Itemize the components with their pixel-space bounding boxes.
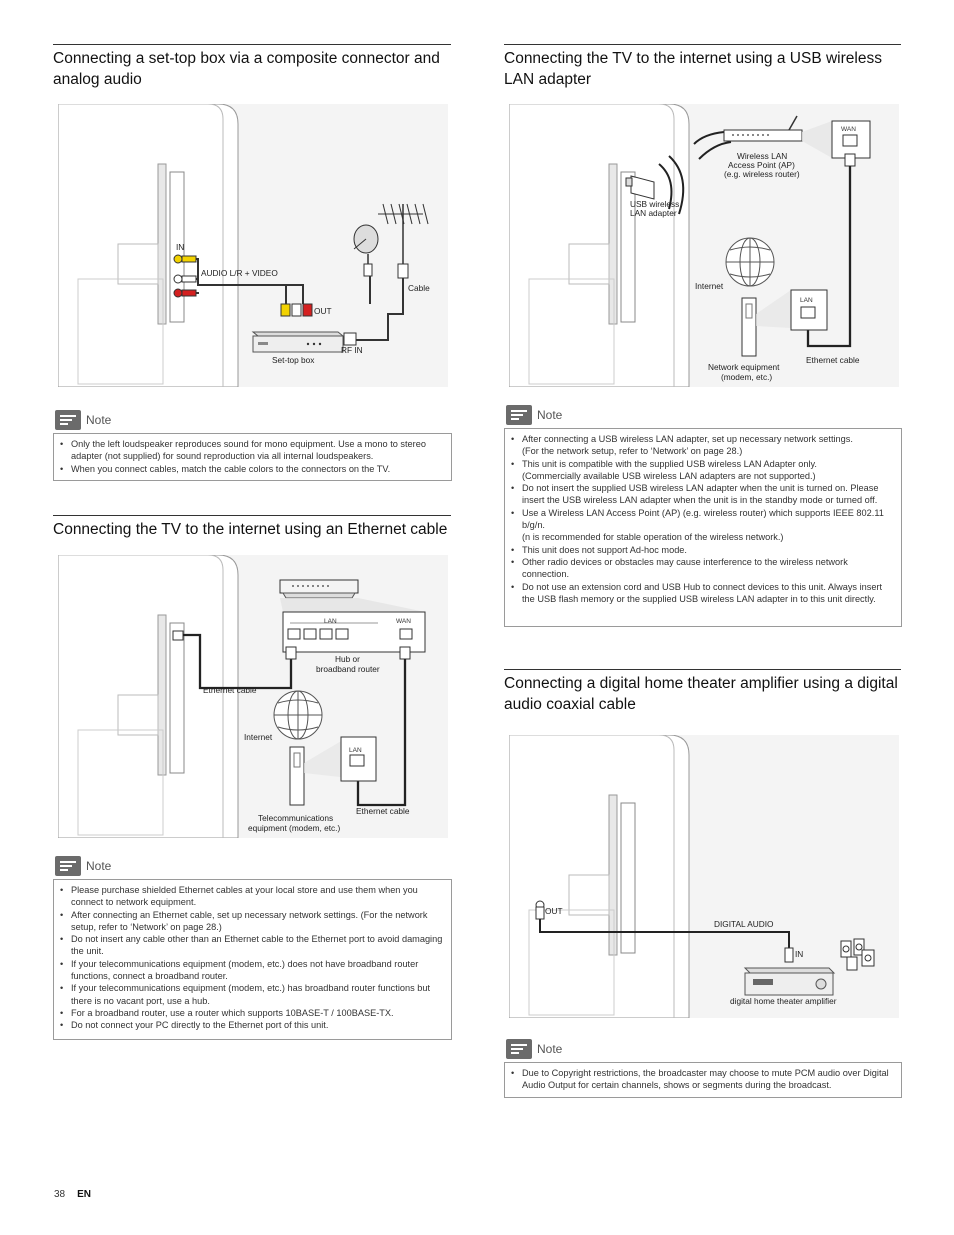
- stb-note-box: Only the left loudspeaker reproduces sou…: [53, 433, 452, 481]
- ethernet-telecom-label-line2: equipment (modem, etc.): [248, 823, 340, 833]
- digital-note-item: Due to Copyright restrictions, the broad…: [511, 1067, 895, 1092]
- wireless-note-item: This unit does not support Ad-hoc mode.: [511, 544, 895, 557]
- ethernet-note-item: For a broadband router, use a router whi…: [60, 1007, 445, 1020]
- digital-in-label: IN: [795, 949, 803, 959]
- wireless-note-item: Do not insert the supplied USB wireless …: [511, 482, 895, 507]
- ethernet-telecom-label-line1: Telecommunications: [258, 813, 333, 823]
- ethernet-cable-left-label: Ethernet cable: [203, 685, 257, 695]
- note-icon: [506, 405, 532, 425]
- stb-audio-video-label: AUDIO L/R + VIDEO: [201, 268, 278, 278]
- wireless-usb-label-line2: LAN adapter: [630, 208, 677, 218]
- wireless-note-item: After connecting a USB wireless LAN adap…: [511, 433, 895, 458]
- ethernet-hub-label-line: Hub or: [335, 654, 360, 664]
- wireless-diagram: WAN Wireless LAN Access Point (AP) (e.g.…: [509, 104, 899, 387]
- stb-in-label: IN: [176, 242, 184, 252]
- note-icon: [506, 1039, 532, 1059]
- digital-section: Connecting a digital home theater amplif…: [504, 669, 901, 715]
- ethernet-lan-label: LAN: [324, 618, 337, 625]
- stb-diagram: IN AUDIO L/R + VIDEO OUT Cable RF IN Set…: [58, 104, 448, 387]
- wireless-ap-label-line1: Wireless LAN: [737, 151, 787, 161]
- ethernet-note-item: Please purchase shielded Ethernet cables…: [60, 884, 445, 909]
- ethernet-note-item: If your telecommunications equipment (mo…: [60, 958, 445, 983]
- wireless-note-label: Note: [537, 408, 563, 422]
- ethernet-section-title: Connecting the TV to the internet using …: [53, 515, 451, 540]
- wireless-ap-label-line3: (e.g. wireless router): [724, 169, 800, 179]
- ethernet-note-item: Do not insert any cable other than an Et…: [60, 933, 445, 958]
- wireless-wan-label: WAN: [841, 126, 856, 133]
- ethernet-note-box: Please purchase shielded Ethernet cables…: [53, 879, 452, 1040]
- digital-audio-label: DIGITAL AUDIO: [714, 919, 774, 929]
- stb-rf-in-label: RF IN: [341, 345, 363, 355]
- stb-note-label: Note: [86, 413, 112, 427]
- digital-note-header: Note: [506, 1039, 626, 1061]
- wireless-internet-label: Internet: [695, 281, 724, 291]
- page-number: 38: [54, 1189, 66, 1200]
- note-icon: [55, 856, 81, 876]
- digital-out-label: OUT: [545, 906, 563, 916]
- ethernet-diagram: LAN WAN Hub or broadband router Ethernet…: [58, 555, 448, 838]
- wireless-note-item: Use a Wireless LAN Access Point (AP) (e.…: [511, 507, 895, 544]
- digital-section-title: Connecting a digital home theater amplif…: [504, 669, 901, 715]
- ethernet-note-item: Do not connect your PC directly to the E…: [60, 1019, 445, 1032]
- ethernet-note-header: Note: [55, 856, 175, 878]
- wireless-lan-label: LAN: [800, 297, 813, 304]
- ethernet-note-item: After connecting an Ethernet cable, set …: [60, 909, 445, 934]
- wireless-note-header: Note: [506, 405, 626, 427]
- stb-out-label: OUT: [314, 306, 332, 316]
- page-footer: 38 EN: [54, 1189, 91, 1200]
- wireless-usb-label-line1: USB wireless: [630, 199, 679, 209]
- ethernet-section: Connecting the TV to the internet using …: [53, 515, 451, 540]
- ethernet-cable-right-label: Ethernet cable: [356, 806, 410, 816]
- ethernet-internet-label: Internet: [244, 732, 273, 742]
- wireless-network-label-line2: (modem, etc.): [721, 372, 772, 382]
- ethernet-hub-label-line2: broadband router: [316, 664, 380, 674]
- stb-cable-label: Cable: [408, 283, 430, 293]
- ethernet-lan2-label: LAN: [349, 747, 362, 754]
- ethernet-note-item: If your telecommunications equipment (mo…: [60, 982, 445, 1007]
- stb-note-item: When you connect cables, match the cable…: [60, 463, 445, 476]
- wireless-network-label-line1: Network equipment: [708, 362, 780, 372]
- wireless-note-box: After connecting a USB wireless LAN adap…: [504, 428, 902, 627]
- language-code: EN: [77, 1189, 92, 1200]
- stb-section-title: Connecting a set-top box via a composite…: [53, 44, 451, 90]
- stb-note-header: Note: [55, 410, 175, 432]
- digital-note-label: Note: [537, 1042, 563, 1056]
- ethernet-hub-label: Hub or: [335, 654, 360, 664]
- wireless-note-item: Other radio devices or obstacles may cau…: [511, 556, 895, 581]
- wireless-section-title: Connecting the TV to the internet using …: [504, 44, 901, 90]
- wireless-note-item: This unit is compatible with the supplie…: [511, 458, 895, 483]
- wireless-ethernet-cable-label: Ethernet cable: [806, 355, 860, 365]
- wireless-note-item: Do not use an extension cord and USB Hub…: [511, 581, 895, 606]
- stb-set-top-box-label: Set-top box: [272, 355, 315, 365]
- note-icon: [55, 410, 81, 430]
- stb-note-item: Only the left loudspeaker reproduces sou…: [60, 438, 445, 463]
- stb-section: Connecting a set-top box via a composite…: [53, 44, 451, 90]
- digital-amplifier-label: digital home theater amplifier: [730, 996, 837, 1006]
- digital-note-box: Due to Copyright restrictions, the broad…: [504, 1062, 902, 1098]
- wireless-section: Connecting the TV to the internet using …: [504, 44, 901, 90]
- ethernet-note-label: Note: [86, 859, 112, 873]
- digital-diagram: OUT DIGITAL AUDIO IN digital home theate…: [509, 735, 899, 1018]
- wireless-ap-label-line2: Access Point (AP): [728, 160, 795, 170]
- ethernet-wan-label: WAN: [396, 618, 411, 625]
